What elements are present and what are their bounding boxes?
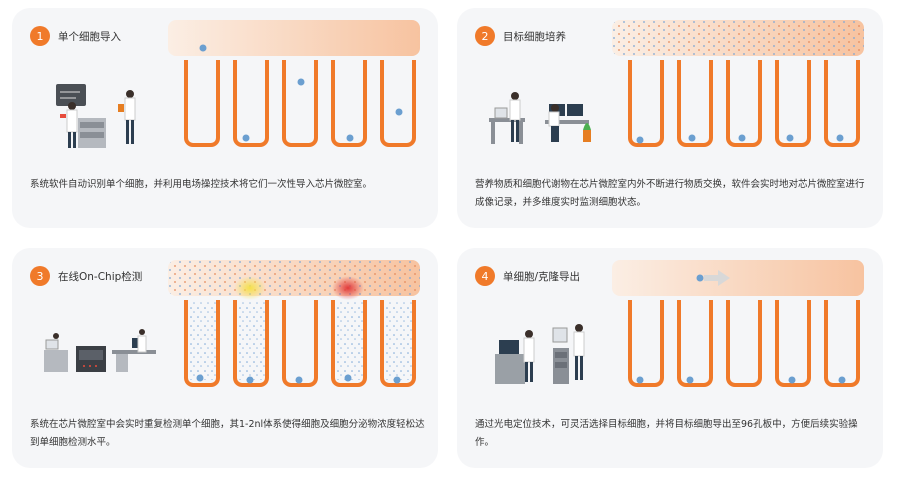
cell-dot: [297, 78, 305, 86]
step-title: 单细胞/克隆导出: [503, 270, 581, 283]
step-card-1: 1 单个细胞导入: [12, 8, 438, 228]
lab-scientists-illustration: [487, 90, 597, 150]
microchamber-diagram: [168, 260, 420, 400]
microchamber-diagram: [168, 20, 420, 160]
step-number-badge: 1: [30, 26, 50, 46]
step-header: 3 在线On-Chip检测: [30, 266, 142, 286]
lab-scientists-illustration: [493, 318, 593, 388]
step-number-badge: 2: [475, 26, 495, 46]
lab-equipment-illustration: [42, 328, 162, 378]
step-title: 单个细胞导入: [58, 30, 121, 43]
step-card-3: 3 在线On-Chip检测: [12, 248, 438, 468]
step-description: 通过光电定位技术，可灵活选择目标细胞，并将目标细胞导出至96孔板中，方便后续实验…: [475, 419, 858, 448]
step-description: 营养物质和细胞代谢物在芯片微腔室内外不断进行物质交换，软件会实时地对芯片微腔室进…: [475, 179, 865, 208]
microchamber-diagram: [612, 260, 864, 400]
step-header: 1 单个细胞导入: [30, 26, 121, 46]
step-header: 4 单细胞/克隆导出: [475, 266, 580, 286]
step-card-2: 2 目标细胞培养: [457, 8, 883, 228]
step-title: 在线On-Chip检测: [58, 270, 143, 283]
lab-scientists-illustration: [50, 78, 150, 158]
cell-dot: [199, 44, 207, 52]
export-arrow-icon: [696, 270, 730, 286]
cell-dot: [395, 108, 403, 116]
cell-dot: [346, 134, 354, 142]
step-card-4: 4 单细胞/克隆导出: [457, 248, 883, 468]
step-description: 系统在芯片微腔室中会实时重复检测单个细胞，其1-2nl体系使得细胞及细胞分泌物浓…: [30, 419, 425, 448]
microchamber-diagram: [612, 20, 864, 160]
step-title: 目标细胞培养: [503, 30, 566, 43]
step-header: 2 目标细胞培养: [475, 26, 566, 46]
step-description: 系统软件自动识别单个细胞，并利用电场操控技术将它们一次性导入芯片微腔室。: [30, 179, 373, 190]
step-number-badge: 4: [475, 266, 495, 286]
step-number-badge: 3: [30, 266, 50, 286]
cell-dot: [242, 134, 250, 142]
